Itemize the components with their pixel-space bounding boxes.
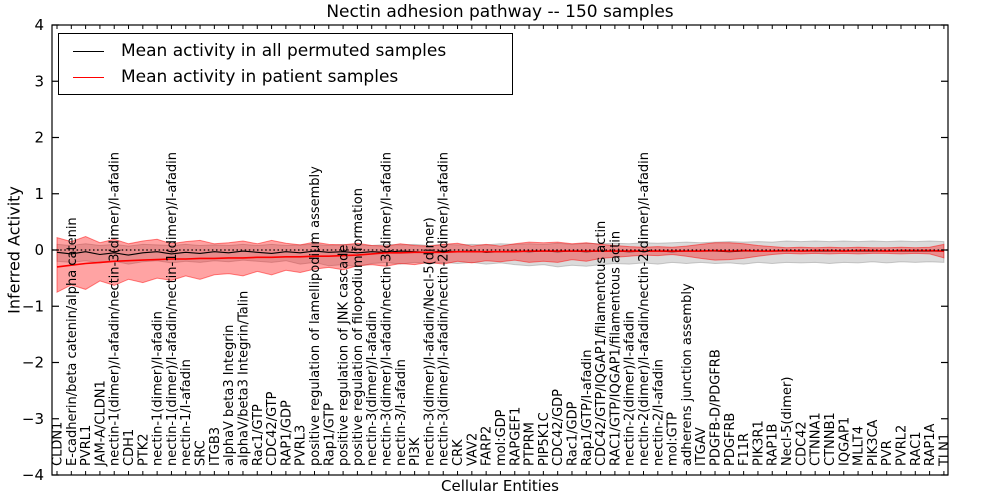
x-tick-label: mol:GDP	[494, 409, 509, 466]
x-tick-label: CTNNB1	[823, 412, 838, 466]
x-tick-label: PDGFB-D/PDGFRB	[709, 349, 724, 466]
y-tick-label: 1	[34, 185, 44, 203]
y-tick-label: 0	[34, 241, 44, 259]
x-tick-label: nectin-3(dimer)/I-afadin	[365, 311, 380, 466]
y-tick-label: −1	[22, 297, 44, 315]
x-tick-label: adherens junction assembly	[680, 283, 695, 466]
x-tick-label: ITGB3	[208, 427, 223, 466]
x-tick-label: CLDN1	[51, 422, 66, 466]
x-tick-label: CDC42/GDP	[551, 389, 566, 466]
x-tick-label: nectin-3/I-afadin	[394, 359, 409, 466]
x-tick-label: JAM-A/CLDN1	[93, 380, 108, 467]
x-tick-label: nectin-3(dimer)/I-afadin/nectin-2(dimer)…	[437, 152, 452, 466]
x-tick-label: PTK2	[136, 433, 151, 466]
x-tick-label: alphaV beta3 Integrin	[222, 325, 237, 466]
x-tick-label: positive regulation of JNK cascade	[337, 245, 352, 466]
y-tick-label: 4	[34, 16, 44, 34]
x-tick-label: F11R	[737, 433, 752, 466]
x-tick-label: RAPGEF1	[508, 407, 523, 466]
x-tick-label: RAP1B	[766, 424, 781, 466]
x-tick-label: ITGAV	[694, 427, 709, 466]
x-tick-label: nectin-3(dimer)/I-afadin/Necl-5(dimer)	[422, 217, 437, 466]
x-tick-label: VAV2	[465, 433, 480, 466]
x-tick-label: Rap1/GTP/I-afadin	[580, 349, 595, 466]
legend-label-permuted: Mean activity in all permuted samples	[121, 41, 447, 61]
y-tick-label: −2	[22, 354, 44, 372]
y-tick-label: 2	[34, 129, 44, 147]
x-tick-label: E-cadherin/beta catenin/alpha catenin	[65, 217, 80, 466]
legend: Mean activity in all permuted samples Me…	[58, 33, 513, 95]
x-tick-label: Necl-5(dimer)	[780, 377, 795, 466]
x-tick-label: nectin-2(dimer)/I-afadin/nectin-2(dimer)…	[637, 152, 652, 466]
x-tick-label: mol:GTP	[666, 412, 681, 466]
x-tick-label: PI3K	[408, 437, 423, 466]
x-tick-label: nectin-1(dimer)/I-afadin	[151, 311, 166, 466]
x-tick-label: CDC42/GTP	[265, 391, 280, 466]
x-tick-label: RAP1A	[923, 423, 938, 466]
x-tick-label: nectin-1/I-afadin	[179, 359, 194, 466]
y-axis-label: Inferred Activity	[4, 186, 24, 314]
x-tick-label: PVRL1	[79, 425, 94, 466]
x-tick-label: RAC1/GTP/IQGAP1/filamentous actin	[608, 231, 623, 466]
x-tick-label: PVR	[880, 440, 895, 466]
x-tick-label: RAC1	[909, 431, 924, 466]
x-tick-label: PDGFRB	[723, 413, 738, 466]
chart-title: Nectin adhesion pathway -- 150 samples	[326, 2, 674, 22]
x-tick-label: nectin-2(dimer)/I-afadin	[623, 311, 638, 466]
x-tick-label: TLN1	[937, 433, 952, 467]
y-tick-label: −3	[22, 410, 44, 428]
x-tick-label: CDH1	[122, 429, 137, 466]
x-tick-label: SRC	[194, 440, 209, 466]
x-tick-label: PTPRM	[523, 422, 538, 466]
x-tick-label: nectin-3(dimer)/I-afadin/nectin-3(dimer)…	[380, 152, 395, 466]
x-tick-label: PIP5K1C	[537, 412, 552, 466]
x-tick-label: RAP1/GDP	[279, 400, 294, 466]
y-tick-label: 3	[34, 72, 44, 90]
x-tick-label: CDC42/GTP/IQGAP1/filamentous actin	[594, 221, 609, 466]
x-tick-label: positive regulation of filopodium format…	[351, 188, 366, 466]
x-tick-label: PIK3R1	[751, 420, 766, 466]
x-tick-label: CTNNA1	[809, 412, 824, 466]
x-axis-label: Cellular Entities	[441, 477, 559, 495]
x-tick-label: MLLT4	[852, 426, 867, 466]
x-tick-label: nectin-1(dimer)/I-afadin/nectin-3(dimer)…	[108, 152, 123, 466]
x-tick-label: Rap1/GTP	[322, 403, 337, 466]
x-tick-label: PVRL3	[294, 425, 309, 466]
series-line-patient	[56, 249, 944, 268]
legend-line-black-icon	[73, 50, 104, 52]
permuted-samples-range-band	[56, 240, 945, 268]
legend-entry-patient: Mean activity in patient samples	[73, 67, 512, 87]
x-tick-label: CRK	[451, 439, 466, 466]
legend-line-red-icon	[73, 76, 104, 78]
x-tick-label: Rac1/GTP	[251, 404, 266, 466]
x-tick-label: nectin-1(dimer)/I-afadin/nectin-1(dimer)…	[165, 152, 180, 466]
axes-spines	[51, 24, 949, 476]
x-tick-label: alphaV/beta3 Integrin/Talin	[236, 291, 251, 466]
legend-label-patient: Mean activity in patient samples	[121, 67, 399, 87]
y-tick-label: −4	[22, 466, 44, 484]
x-tick-label: PIK3CA	[866, 419, 881, 466]
x-tick-label: FARP2	[480, 426, 495, 466]
x-tick-label: Rac1/GDP	[565, 401, 580, 466]
legend-entry-permuted: Mean activity in all permuted samples	[73, 41, 512, 61]
x-tick-label: positive regulation of lamellipodium ass…	[308, 166, 323, 466]
x-tick-label: nectin-2/I-afadin	[651, 359, 666, 466]
x-tick-label: PVRL2	[894, 425, 909, 466]
x-tick-label: IQGAP1	[837, 417, 852, 466]
x-tick-label: CDC42	[794, 421, 809, 466]
